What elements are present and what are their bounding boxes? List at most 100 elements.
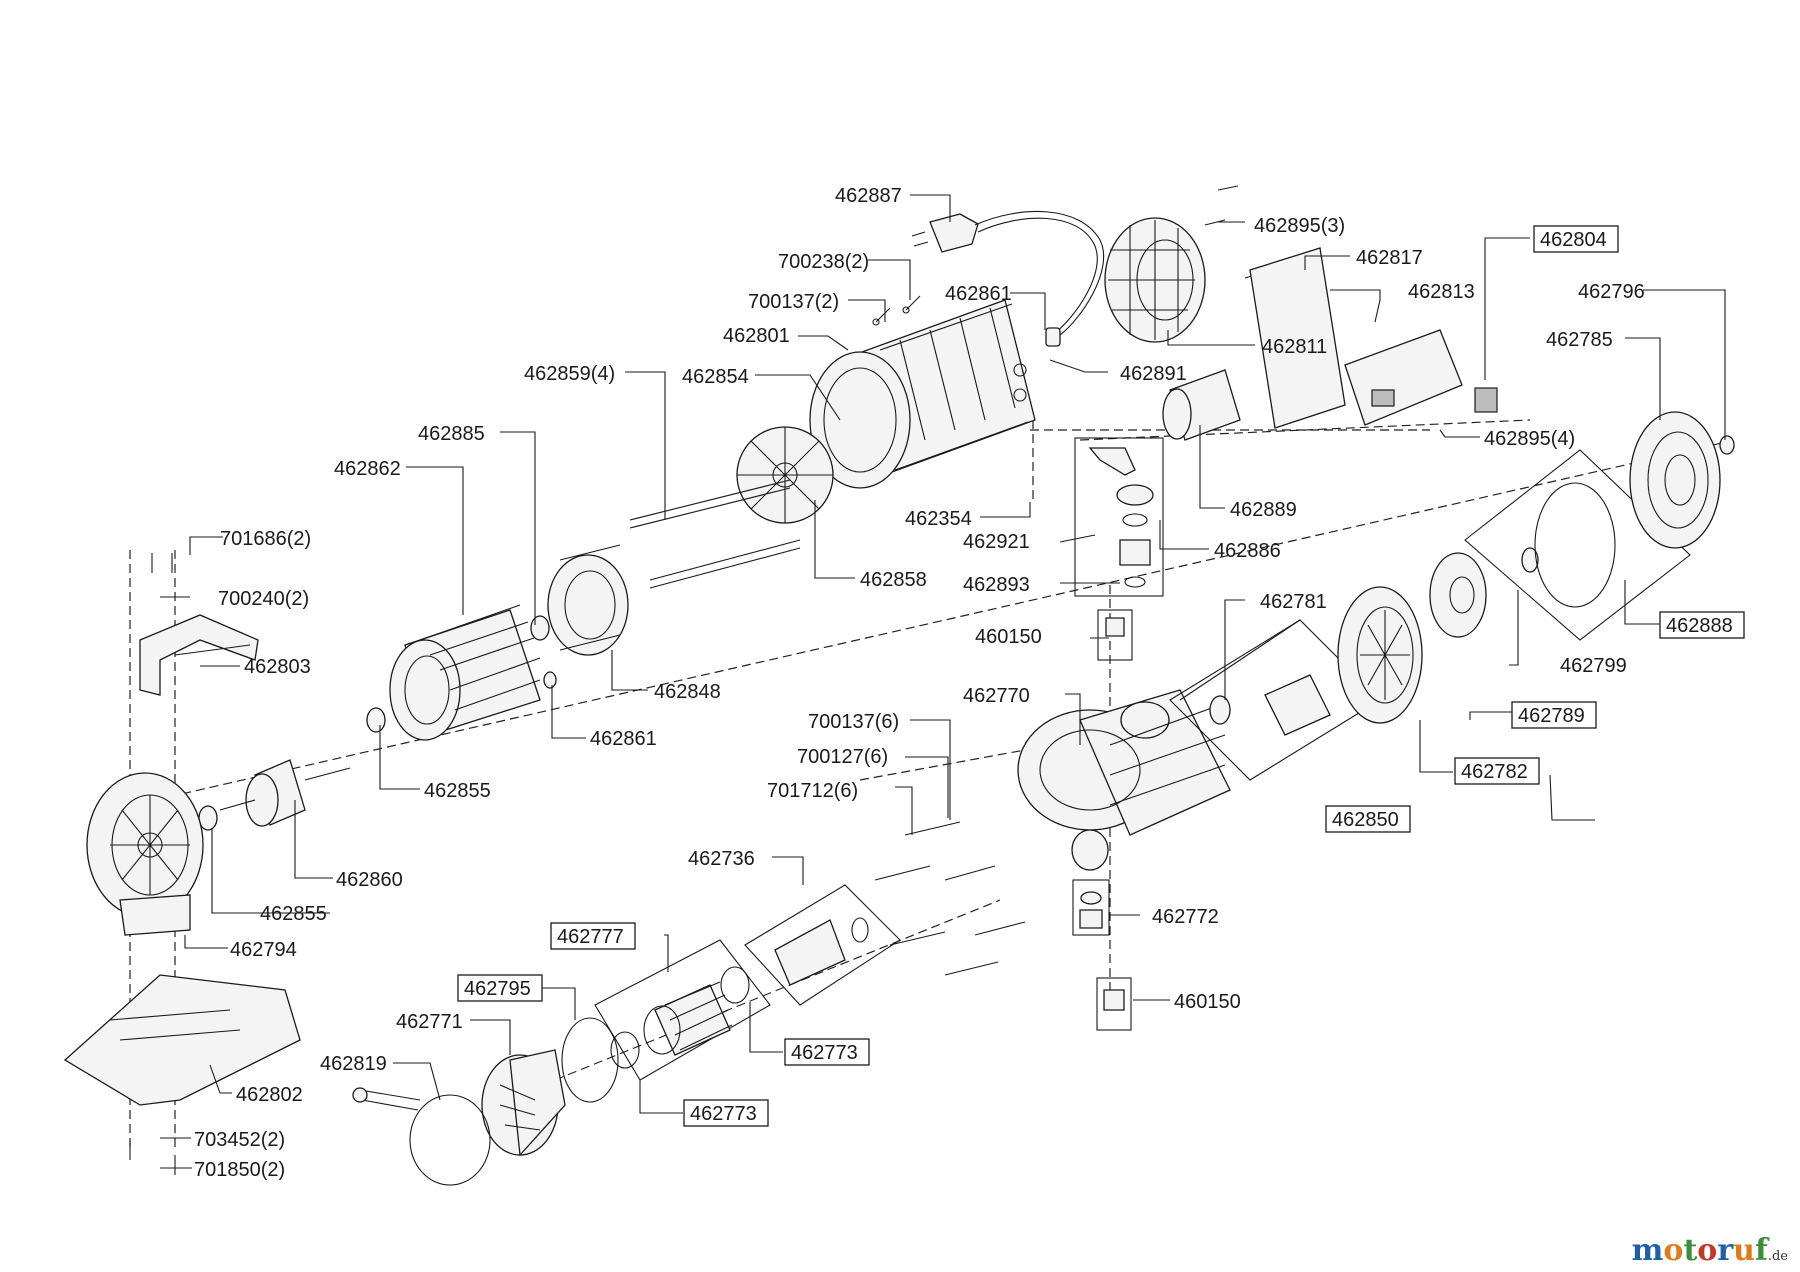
- filter-cover: [481, 1049, 566, 1157]
- carry-handle: [139, 614, 259, 696]
- part-label: 462803: [244, 656, 311, 678]
- part-label: 462887: [835, 185, 902, 207]
- part-label: 462893: [963, 574, 1030, 596]
- part-label: 462795: [464, 978, 531, 1000]
- pump-housing: [1017, 689, 1231, 871]
- assembly-wrench: [352, 1087, 491, 1186]
- part-label: 700137(2): [748, 291, 839, 313]
- part-label-boxed: 462804: [1533, 225, 1619, 253]
- part-labels: 462887 700238(2) 700137(2) 462861 462801…: [194, 185, 1745, 1181]
- part-label: 462888: [1666, 615, 1733, 637]
- watermark-letter: u: [1733, 1233, 1755, 1268]
- part-label-boxed: 462789: [1511, 701, 1597, 729]
- part-label: 462895(3): [1254, 215, 1345, 237]
- part-label: 462889: [1230, 499, 1297, 521]
- part-label: 462354: [905, 508, 972, 530]
- part-label: 462855: [424, 780, 491, 802]
- part-label-boxed: 462782: [1454, 757, 1540, 785]
- part-label: 462771: [396, 1011, 463, 1033]
- part-label: 462819: [320, 1053, 387, 1075]
- watermark-letter: o: [1697, 1233, 1718, 1268]
- part-label: 462885: [418, 423, 485, 445]
- part-label: 462811: [1262, 336, 1327, 358]
- part-label: 462777: [557, 926, 624, 948]
- part-label: 462858: [860, 569, 927, 591]
- part-label: 462773: [791, 1042, 858, 1064]
- base-plate: [63, 974, 301, 1106]
- part-label: 700137(6): [808, 711, 899, 733]
- front-end-shield: [86, 772, 204, 936]
- part-label: 462855: [260, 903, 327, 925]
- non-return-valve-group: [744, 884, 901, 1006]
- rotor-shaft: [219, 759, 351, 827]
- part-label-boxed: 462773: [784, 1038, 870, 1066]
- part-label: 462861: [945, 283, 1012, 305]
- part-label: 462801: [723, 325, 790, 347]
- impeller-disc: [1337, 586, 1423, 724]
- pump-cover: [1629, 411, 1735, 549]
- junction-box-fittings: [1074, 437, 1164, 597]
- watermark-letter: m: [1631, 1233, 1664, 1268]
- part-label: 700127(6): [797, 746, 888, 768]
- capacitor-sleeve: [1249, 247, 1346, 429]
- motor-housing: [809, 299, 1036, 489]
- part-label: 462773: [690, 1103, 757, 1125]
- part-label: 462895(4): [1484, 428, 1575, 450]
- part-label-boxed: 462888: [1659, 611, 1745, 639]
- part-label: 462794: [230, 939, 297, 961]
- part-label: 462782: [1461, 761, 1528, 783]
- part-label: 462802: [236, 1084, 303, 1106]
- part-label: 462736: [688, 848, 755, 870]
- part-label: 701712(6): [767, 780, 858, 802]
- part-label: 462854: [682, 366, 749, 388]
- part-label: 462886: [1214, 540, 1281, 562]
- switch-housing: [1344, 329, 1498, 426]
- part-label: 462861: [590, 728, 657, 750]
- part-label: 462891: [1120, 363, 1187, 385]
- watermark-letter: t: [1683, 1233, 1698, 1268]
- part-label: 462817: [1356, 247, 1423, 269]
- part-label: 703452(2): [194, 1129, 285, 1151]
- part-label: 462789: [1518, 705, 1585, 727]
- power-plug-and-cable: [911, 211, 1105, 347]
- part-label: 460150: [1174, 991, 1241, 1013]
- part-label: 462796: [1578, 281, 1645, 303]
- watermark-letter: o: [1663, 1233, 1684, 1268]
- small-screws-left: [129, 553, 176, 1175]
- watermark-letter: r: [1717, 1233, 1734, 1268]
- part-label: 700238(2): [778, 251, 869, 273]
- part-label: 701850(2): [194, 1159, 285, 1181]
- part-label-boxed: 462773: [683, 1099, 769, 1127]
- diffuser-ring: [1429, 552, 1487, 638]
- motor-end-shield: [547, 544, 629, 656]
- part-label-boxed: 462795: [457, 974, 543, 1002]
- part-label: 462799: [1560, 655, 1627, 677]
- stator: [389, 604, 541, 741]
- part-label: 462770: [963, 685, 1030, 707]
- fan-wheel: [736, 426, 834, 524]
- small-screws-top: [872, 295, 921, 326]
- part-label-boxed: 462850: [1325, 805, 1411, 833]
- part-label: 462921: [963, 531, 1030, 553]
- part-label: 462859(4): [524, 363, 615, 385]
- part-label: 462785: [1546, 329, 1613, 351]
- watermark-letter: f: [1754, 1233, 1768, 1268]
- part-label: 462772: [1152, 906, 1219, 928]
- motoruf-watermark: motoruf.de: [1632, 1233, 1788, 1268]
- filter-group: [594, 939, 771, 1081]
- diffuser-group: [1169, 619, 1381, 781]
- pump-bolts: [874, 821, 1026, 976]
- terminal-box-cover: [1104, 185, 1266, 343]
- part-label: 462848: [654, 681, 721, 703]
- seal-housing-group: [1179, 619, 1301, 701]
- drain-plugs: [1072, 609, 1133, 1031]
- part-label: 462804: [1540, 229, 1607, 251]
- part-label: 462781: [1260, 591, 1327, 613]
- stator-tie-rods: [629, 479, 801, 589]
- part-label: 701686(2): [220, 528, 311, 550]
- watermark-suffix: .de: [1767, 1249, 1788, 1264]
- part-label: 460150: [975, 626, 1042, 648]
- part-label: 462860: [336, 869, 403, 891]
- leader-lines: [160, 194, 1726, 1169]
